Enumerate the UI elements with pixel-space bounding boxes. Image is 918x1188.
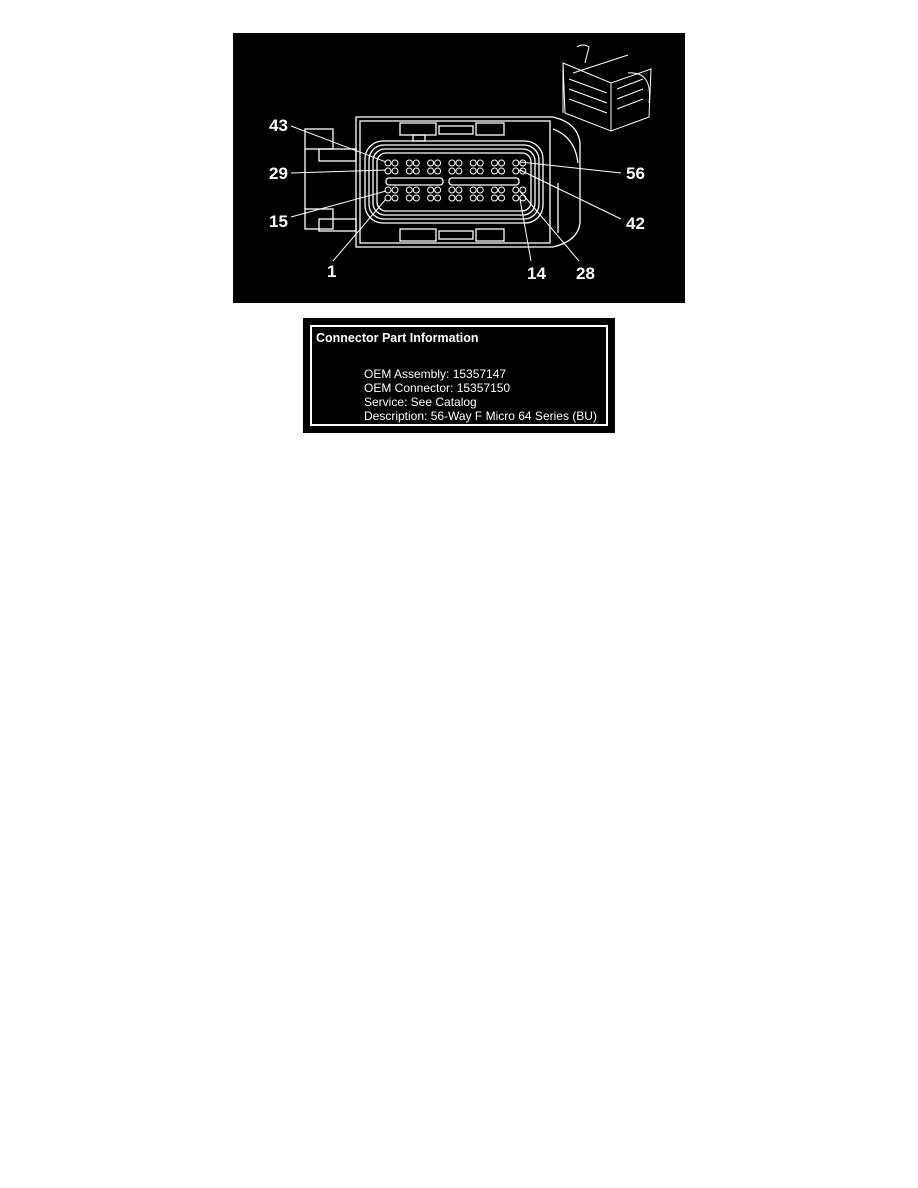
pin-cavity: [519, 167, 527, 175]
pin-cavity: [412, 159, 420, 167]
pin-cavity: [455, 159, 463, 167]
oem-assembly: OEM Assembly: 15357147: [364, 367, 507, 381]
pin-cavity: [498, 186, 505, 194]
pin-cavity: [434, 194, 442, 202]
pin-cavity: [512, 167, 520, 175]
pin-cavity: [384, 159, 392, 167]
pin-cavity: [434, 167, 442, 175]
pin-cavity: [476, 159, 484, 167]
pin-cavity: [405, 167, 413, 175]
pin-cavity: [455, 186, 463, 194]
connector-drawing: 43 29 15 1 14 28 56 42: [269, 44, 652, 283]
pin-cavity: [491, 186, 498, 194]
pin-cavity: [391, 167, 399, 175]
pin-cavity: [455, 194, 463, 202]
pin-cavity: [491, 194, 498, 202]
pin-cavity: [405, 194, 413, 202]
pin-label-15: 15: [269, 212, 288, 231]
pin-cavity: [427, 167, 435, 175]
pin-cavity: [498, 159, 505, 167]
connector-face-diagram: 43 29 15 1 14 28 56 42: [233, 33, 685, 303]
oem-connector: OEM Connector: 15357150: [364, 381, 511, 395]
pin-cavities: [384, 159, 527, 202]
pin-cavity: [476, 167, 484, 175]
connector-iso-view: [562, 44, 652, 132]
pin-cavity: [434, 159, 442, 167]
pin-cavity: [476, 194, 484, 202]
pin-cavity: [412, 167, 420, 175]
pin-label-14: 14: [527, 264, 546, 283]
pin-cavity: [391, 194, 399, 202]
pin-cavity: [448, 186, 456, 194]
leader-lines: [290, 125, 622, 262]
pin-label-56: 56: [626, 164, 645, 183]
pin-cavity: [469, 167, 477, 175]
pin-cavity: [391, 186, 399, 194]
pin-cavity: [469, 186, 477, 194]
info-title: Connector Part Information: [316, 331, 479, 345]
pin-cavity: [427, 159, 435, 167]
pin-cavity: [412, 186, 420, 194]
pin-cavity: [405, 186, 413, 194]
pin-cavity: [498, 194, 505, 202]
pin-cavity: [448, 194, 456, 202]
pin-cavity: [391, 159, 399, 167]
description: Description: 56-Way F Micro 64 Series (B…: [364, 409, 597, 423]
pin-cavity: [519, 186, 527, 194]
pin-cavity: [405, 159, 413, 167]
pin-cavity: [427, 186, 435, 194]
pin-cavity: [412, 194, 420, 202]
connector-part-info-box: Connector Part Information OEM Assembly:…: [303, 318, 615, 433]
pin-cavity: [469, 194, 477, 202]
pin-cavity: [512, 159, 520, 167]
pin-label-1: 1: [327, 262, 336, 281]
connector-body: [304, 116, 581, 248]
pin-label-42: 42: [626, 214, 645, 233]
pin-label-29: 29: [269, 164, 288, 183]
pin-cavity: [384, 194, 392, 202]
pin-cavity: [384, 167, 392, 175]
pin-cavity: [512, 194, 520, 202]
pin-cavity: [469, 159, 477, 167]
service: Service: See Catalog: [364, 395, 477, 409]
pin-cavity: [434, 186, 442, 194]
pin-cavity: [384, 186, 392, 194]
pin-label-43: 43: [269, 116, 288, 135]
pin-cavity: [427, 194, 435, 202]
pin-cavity: [491, 167, 498, 175]
info-frame: [310, 325, 608, 426]
pin-label-28: 28: [576, 264, 595, 283]
pin-cavity: [476, 186, 484, 194]
pin-cavity: [491, 159, 498, 167]
pin-cavity: [455, 167, 463, 175]
pin-cavity: [512, 186, 520, 194]
pin-cavity: [448, 167, 456, 175]
pin-cavity: [448, 159, 456, 167]
pin-cavity: [498, 167, 505, 175]
